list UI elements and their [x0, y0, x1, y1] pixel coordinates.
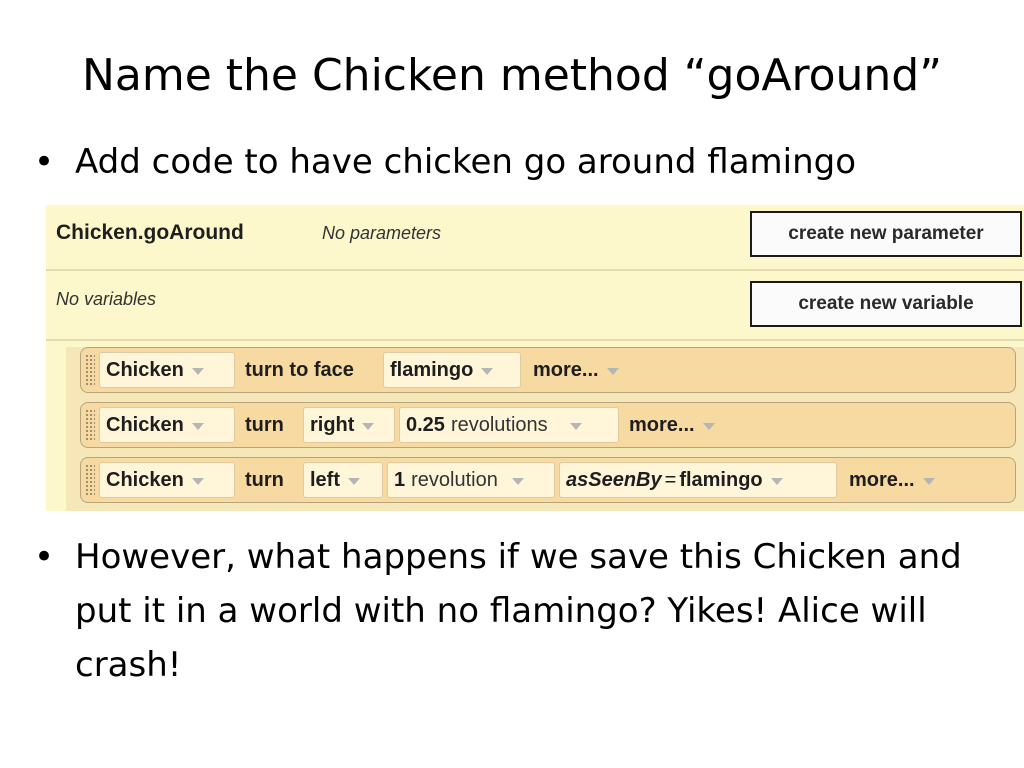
chevron-down-icon [770, 478, 783, 485]
method-name: Chicken.goAround [56, 221, 244, 244]
code-block: Chicken turn to face flamingo more... Ch… [66, 347, 1024, 511]
object-dropdown[interactable]: Chicken [99, 462, 235, 498]
bullet-text: Add code to have chicken go around flami… [75, 142, 857, 182]
object-dropdown[interactable]: Chicken [99, 407, 235, 443]
bullet-2: • However, what happens if we save this … [34, 530, 984, 692]
create-new-parameter-button[interactable]: create new parameter [750, 211, 1022, 257]
more-dropdown[interactable]: more... [527, 352, 647, 388]
as-seen-by-dropdown[interactable]: asSeenBy=flamingo [559, 462, 837, 498]
bullet-1: • Add code to have chicken go around fla… [34, 135, 994, 189]
statement-turn-to-face[interactable]: Chicken turn to face flamingo more... [80, 347, 1016, 393]
create-new-variable-button[interactable]: create new variable [750, 281, 1022, 327]
amount-value: 1 [394, 468, 406, 491]
option-equals: = [664, 468, 677, 491]
chevron-down-icon [606, 368, 619, 375]
bullet-text: However, what happens if we save this Ch… [75, 537, 962, 685]
amount-unit: revolution [411, 468, 498, 491]
variables-row: No variables create new variable [46, 271, 1024, 341]
option-value: flamingo [679, 468, 763, 491]
object-label: Chicken [106, 468, 184, 491]
chevron-down-icon [922, 478, 935, 485]
method-editor: Chicken.goAround No parameters create ne… [46, 205, 1024, 511]
more-dropdown[interactable]: more... [623, 407, 743, 443]
more-dropdown[interactable]: more... [843, 462, 963, 498]
method-label: turn to face [239, 352, 377, 388]
chevron-down-icon [702, 423, 715, 430]
bullet-dot: • [34, 142, 55, 182]
direction-label: left [310, 468, 340, 491]
more-label: more... [629, 413, 695, 436]
target-label: flamingo [390, 358, 474, 381]
target-dropdown[interactable]: flamingo [383, 352, 521, 388]
drag-handle-icon[interactable] [85, 464, 95, 496]
parameters-label: No parameters [322, 223, 442, 243]
amount-value: 0.25 [406, 413, 445, 436]
option-name: asSeenBy [566, 468, 662, 491]
object-label: Chicken [106, 358, 184, 381]
direction-dropdown[interactable]: right [303, 407, 395, 443]
amount-unit: revolutions [450, 413, 548, 436]
more-label: more... [533, 358, 599, 381]
object-label: Chicken [106, 413, 184, 436]
object-dropdown[interactable]: Chicken [99, 352, 235, 388]
chevron-down-icon [362, 423, 375, 430]
method-text: turn [245, 468, 284, 491]
more-label: more... [849, 468, 915, 491]
chevron-down-icon [191, 423, 204, 430]
method-label: turn [239, 407, 299, 443]
slide-title: Name the Chicken method “goAround” [81, 50, 943, 101]
chevron-down-icon [191, 368, 204, 375]
method-label: turn [239, 462, 299, 498]
direction-label: right [310, 413, 355, 436]
method-header-row: Chicken.goAround No parameters create ne… [46, 205, 1024, 271]
chevron-down-icon [191, 478, 204, 485]
chevron-down-icon [511, 478, 524, 485]
chevron-down-icon [348, 478, 360, 485]
chevron-down-icon [481, 368, 494, 375]
direction-dropdown[interactable]: left [303, 462, 383, 498]
chevron-down-icon [569, 423, 582, 430]
method-text: turn [245, 413, 284, 436]
variables-label: No variables [56, 289, 157, 309]
drag-handle-icon[interactable] [85, 409, 95, 441]
method-text: turn to face [245, 358, 354, 381]
bullet-dot: • [34, 537, 55, 577]
drag-handle-icon[interactable] [85, 354, 95, 386]
